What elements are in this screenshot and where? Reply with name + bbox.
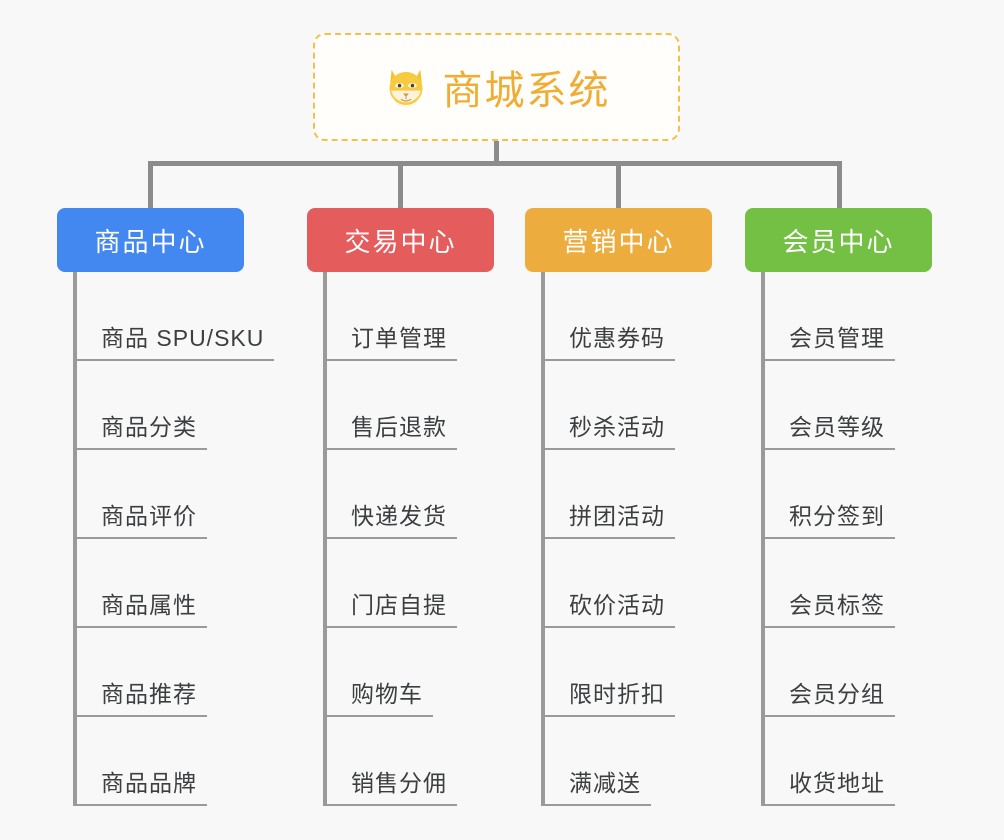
leaf-label: 销售分佣 [323,764,457,806]
leaf-list-3: 优惠券码 秒杀活动 拼团活动 砍价活动 限时折扣 满减送 [541,272,728,806]
branch-header-4[interactable]: 会员中心 [745,208,932,272]
leaf-list-1: 商品 SPU/SKU 商品分类 商品评价 商品属性 商品推荐 商品品牌 [73,272,275,806]
root-node[interactable]: 商城系统 [313,33,680,141]
leaf-item[interactable]: 快递发货 [323,450,510,539]
leaf-item[interactable]: 收货地址 [761,717,948,806]
branch-header-label-1: 商品中心 [94,226,207,257]
connector-root-stem [494,141,499,165]
leaf-item[interactable]: 商品推荐 [73,628,260,717]
branch-会员中心: 会员中心 会员管理 会员等级 积分签到 会员标签 会员分组 收货地址 [745,208,932,806]
leaf-item[interactable]: 拼团活动 [541,450,728,539]
leaf-label: 订单管理 [323,319,457,361]
leaf-label: 会员分组 [761,675,895,717]
connector-horizontal-bus [148,161,842,166]
leaf-item[interactable]: 商品品牌 [73,717,260,806]
branch-header-label-2: 交易中心 [344,226,457,257]
leaf-label: 收货地址 [761,764,895,806]
branch-header-label-3: 营销中心 [562,226,675,257]
leaf-label: 商品推荐 [73,675,207,717]
leaf-label: 积分签到 [761,497,895,539]
leaf-label: 商品 SPU/SKU [73,319,275,361]
leaf-item[interactable]: 优惠券码 [541,272,728,361]
leaf-label: 会员等级 [761,408,895,450]
root-title: 商城系统 [442,69,611,113]
branch-header-3[interactable]: 营销中心 [525,208,712,272]
leaf-item[interactable]: 商品评价 [73,450,260,539]
branch-交易中心: 交易中心 订单管理 售后退款 快递发货 门店自提 购物车 销售分佣 [307,208,494,806]
branch-header-2[interactable]: 交易中心 [307,208,494,272]
leaf-label: 购物车 [323,675,433,717]
connector-drop-branch-4 [837,161,842,208]
leaf-item[interactable]: 限时折扣 [541,628,728,717]
leaf-item[interactable]: 门店自提 [323,539,510,628]
leaf-list-4: 会员管理 会员等级 积分签到 会员标签 会员分组 收货地址 [761,272,948,806]
leaf-item[interactable]: 会员分组 [761,628,948,717]
leaf-label: 拼团活动 [541,497,675,539]
leaf-item[interactable]: 砍价活动 [541,539,728,628]
leaf-item[interactable]: 积分签到 [761,450,948,539]
leaf-item[interactable]: 购物车 [323,628,510,717]
leaf-item[interactable]: 秒杀活动 [541,361,728,450]
leaf-item[interactable]: 商品分类 [73,361,260,450]
leaf-label: 快递发货 [323,497,457,539]
leaf-label: 优惠券码 [541,319,675,361]
leaf-item[interactable]: 订单管理 [323,272,510,361]
connector-drop-branch-3 [616,161,621,208]
leaf-item[interactable]: 会员标签 [761,539,948,628]
leaf-label: 售后退款 [323,408,457,450]
connector-drop-branch-1 [148,161,153,208]
leaf-item[interactable]: 会员管理 [761,272,948,361]
leaf-item[interactable]: 商品属性 [73,539,260,628]
leaf-list-2: 订单管理 售后退款 快递发货 门店自提 购物车 销售分佣 [323,272,510,806]
branch-header-1[interactable]: 商品中心 [57,208,244,272]
shiba-dog-face-icon [383,64,429,110]
leaf-label: 满减送 [541,764,651,806]
leaf-label: 商品品牌 [73,764,207,806]
leaf-label: 商品属性 [73,586,207,628]
leaf-label: 秒杀活动 [541,408,675,450]
branch-header-label-4: 会员中心 [782,226,895,257]
leaf-label: 门店自提 [323,586,457,628]
leaf-label: 商品评价 [73,497,207,539]
branch-spine-2 [323,272,327,806]
leaf-label: 砍价活动 [541,586,675,628]
branch-商品中心: 商品中心 商品 SPU/SKU 商品分类 商品评价 商品属性 商品推荐 商品品牌 [57,208,275,806]
connector-drop-branch-2 [398,161,403,208]
branch-spine-1 [73,272,77,806]
leaf-item[interactable]: 销售分佣 [323,717,510,806]
leaf-item[interactable]: 会员等级 [761,361,948,450]
leaf-label: 限时折扣 [541,675,675,717]
leaf-label: 会员标签 [761,586,895,628]
branch-spine-4 [761,272,765,806]
leaf-item[interactable]: 售后退款 [323,361,510,450]
branch-营销中心: 营销中心 优惠券码 秒杀活动 拼团活动 砍价活动 限时折扣 满减送 [525,208,712,806]
leaf-label: 商品分类 [73,408,207,450]
leaf-item[interactable]: 商品 SPU/SKU [73,272,275,361]
leaf-item[interactable]: 满减送 [541,717,728,806]
leaf-label: 会员管理 [761,319,895,361]
branch-spine-3 [541,272,545,806]
